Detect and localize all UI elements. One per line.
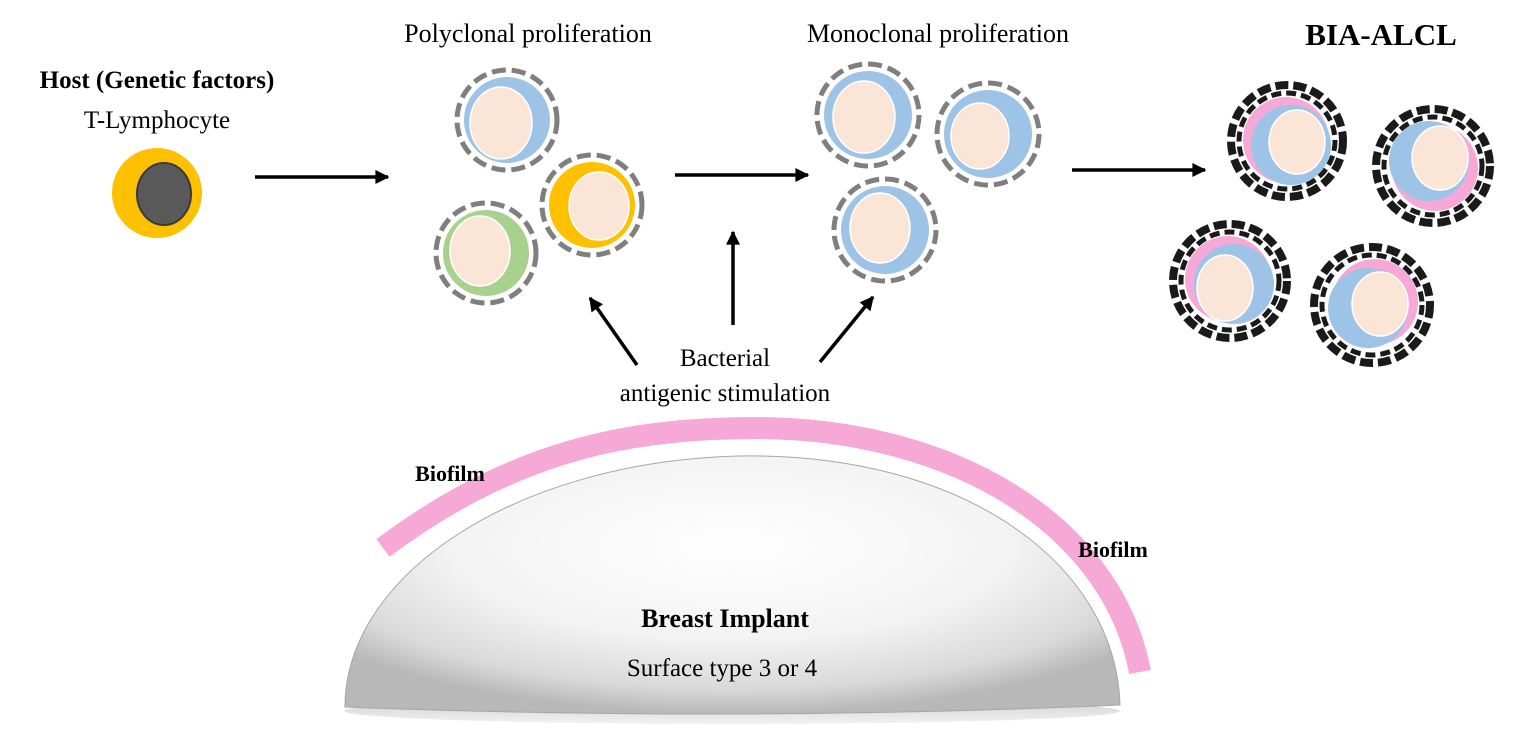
host-title: Host (Genetic factors) [40,67,275,94]
monoclonal-cell-3 [831,176,939,284]
stimulation-arrow-left [588,296,639,367]
surface-type-label: Surface type 3 or 4 [627,655,818,682]
polyclonal-cell-blue [454,67,560,173]
bia-alcl-cell-3 [1169,220,1291,342]
polyclonal-heading: Polyclonal proliferation [404,19,652,48]
bia-alcl-cell-1 [1227,81,1347,201]
breast-implant-title: Breast Implant [641,604,809,633]
bia-alcl-heading: BIA-ALCL [1305,17,1457,52]
biofilm-label-right: Biofilm [1078,537,1148,562]
biofilm-label-left: Biofilm [415,461,485,486]
monoclonal-cell-1 [814,61,922,169]
monoclonal-heading: Monoclonal proliferation [807,19,1069,48]
polyclonal-cell-orange [539,152,645,258]
stimulation-arrow-right [818,295,875,364]
polyclonal-cell-green [433,200,539,306]
stimulation-label-line1: Bacterial [680,345,770,372]
biofilm-layer [376,416,1151,675]
t-lymphocyte-label: T-Lymphocyte [84,107,230,134]
monoclonal-cell-2 [934,80,1042,188]
bia-alcl-cell-4 [1310,243,1434,367]
bia-alcl-cell-2 [1372,105,1494,227]
stimulation-label-line2: antigenic stimulation [620,380,831,407]
t-lymphocyte-cell [112,148,202,238]
breast-implant-dome [344,455,1121,715]
